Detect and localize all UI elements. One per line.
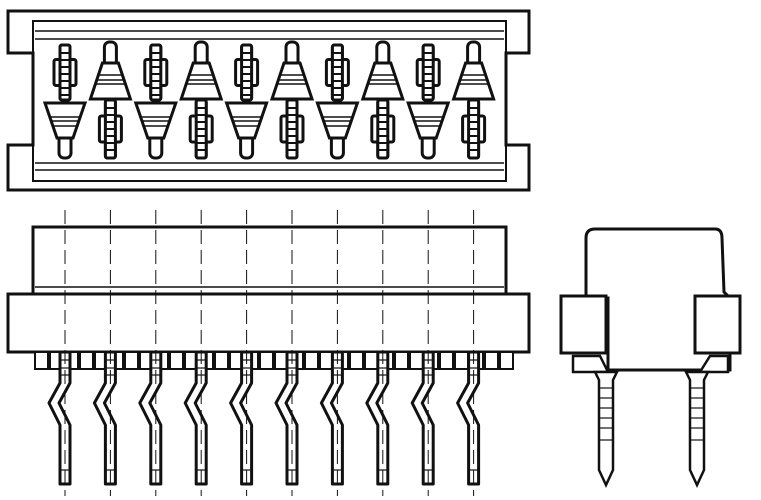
comb-tooth	[169, 351, 184, 370]
bottom-row-pin-keyed	[188, 98, 214, 160]
comb-tooth	[394, 351, 409, 370]
comb-tooth	[409, 351, 424, 370]
comb-tooth	[364, 351, 379, 370]
pin-leg	[138, 350, 163, 486]
comb-tooth	[349, 351, 364, 370]
top-view	[6, 9, 531, 192]
pin-cone	[269, 61, 315, 101]
top-row-pin-cone	[88, 40, 133, 101]
front-pin	[319, 350, 344, 486]
front-pin	[274, 350, 299, 486]
top-row-pin-keyed	[415, 43, 441, 102]
pin-cone	[451, 61, 496, 101]
pin-leg	[92, 350, 117, 486]
top-row-pin-keyed	[324, 43, 350, 102]
front-pin	[365, 350, 390, 486]
bottom-row-pin-keyed	[370, 98, 396, 160]
side-left-block	[559, 294, 608, 355]
pin-cone	[88, 61, 133, 101]
comb-tooth	[499, 351, 514, 370]
front-pin	[229, 350, 254, 486]
pin-leg	[456, 350, 481, 486]
top-row-pin-keyed	[234, 43, 260, 102]
top-inner-body	[32, 20, 507, 182]
top-row-pin-keyed	[143, 43, 169, 102]
side-right-flange	[697, 354, 730, 374]
front-lower-body	[6, 292, 531, 354]
bottom-row-pin-cone	[315, 101, 360, 160]
top-row-pin-keyed	[52, 43, 78, 102]
pin-cone	[360, 61, 405, 101]
pin-leg	[229, 350, 254, 486]
front-pin	[183, 350, 208, 486]
pin-leg	[47, 350, 72, 486]
top-row-pin-cone	[179, 40, 224, 101]
comb-tooth	[124, 351, 139, 370]
bottom-row-pin-cone	[42, 101, 88, 160]
pin-shaft	[149, 43, 163, 102]
pin-shaft	[240, 43, 254, 102]
front-pin	[92, 350, 117, 486]
side-left-flange	[571, 354, 611, 374]
bottom-row-pin-keyed	[279, 98, 305, 160]
pin-leg	[410, 350, 435, 486]
front-pin	[47, 350, 72, 486]
pin-shaft	[421, 43, 435, 102]
pin-shaft	[330, 43, 344, 102]
pin-cone	[179, 61, 224, 101]
bottom-row-pin-keyed	[461, 98, 487, 160]
top-row-pin-cone	[451, 40, 496, 101]
pin-leg	[319, 350, 344, 486]
front-view	[6, 210, 531, 496]
pin-leg	[183, 350, 208, 486]
front-pin	[410, 350, 435, 486]
comb-tooth	[439, 351, 454, 370]
comb-tooth	[214, 351, 229, 370]
comb-tooth	[484, 351, 499, 370]
comb-tooth	[259, 351, 274, 370]
bottom-row-pin-keyed	[97, 98, 123, 160]
pin-leg	[365, 350, 390, 486]
comb-tooth	[454, 351, 469, 370]
comb-tooth	[304, 351, 319, 370]
pin-leg	[274, 350, 299, 486]
comb-tooth	[79, 351, 94, 370]
comb-tooth	[34, 351, 49, 370]
bottom-row-pin-cone	[406, 101, 451, 160]
bottom-row-pin-cone	[224, 101, 269, 160]
front-upper-body	[31, 225, 508, 297]
front-pin	[138, 350, 163, 486]
pin-shaft	[58, 43, 72, 102]
top-row-pin-cone	[360, 40, 405, 101]
side-view	[559, 227, 742, 488]
side-right-block	[693, 294, 742, 355]
front-pin	[456, 350, 481, 486]
top-row-pin-cone	[269, 40, 315, 101]
bottom-row-pin-cone	[133, 101, 178, 160]
